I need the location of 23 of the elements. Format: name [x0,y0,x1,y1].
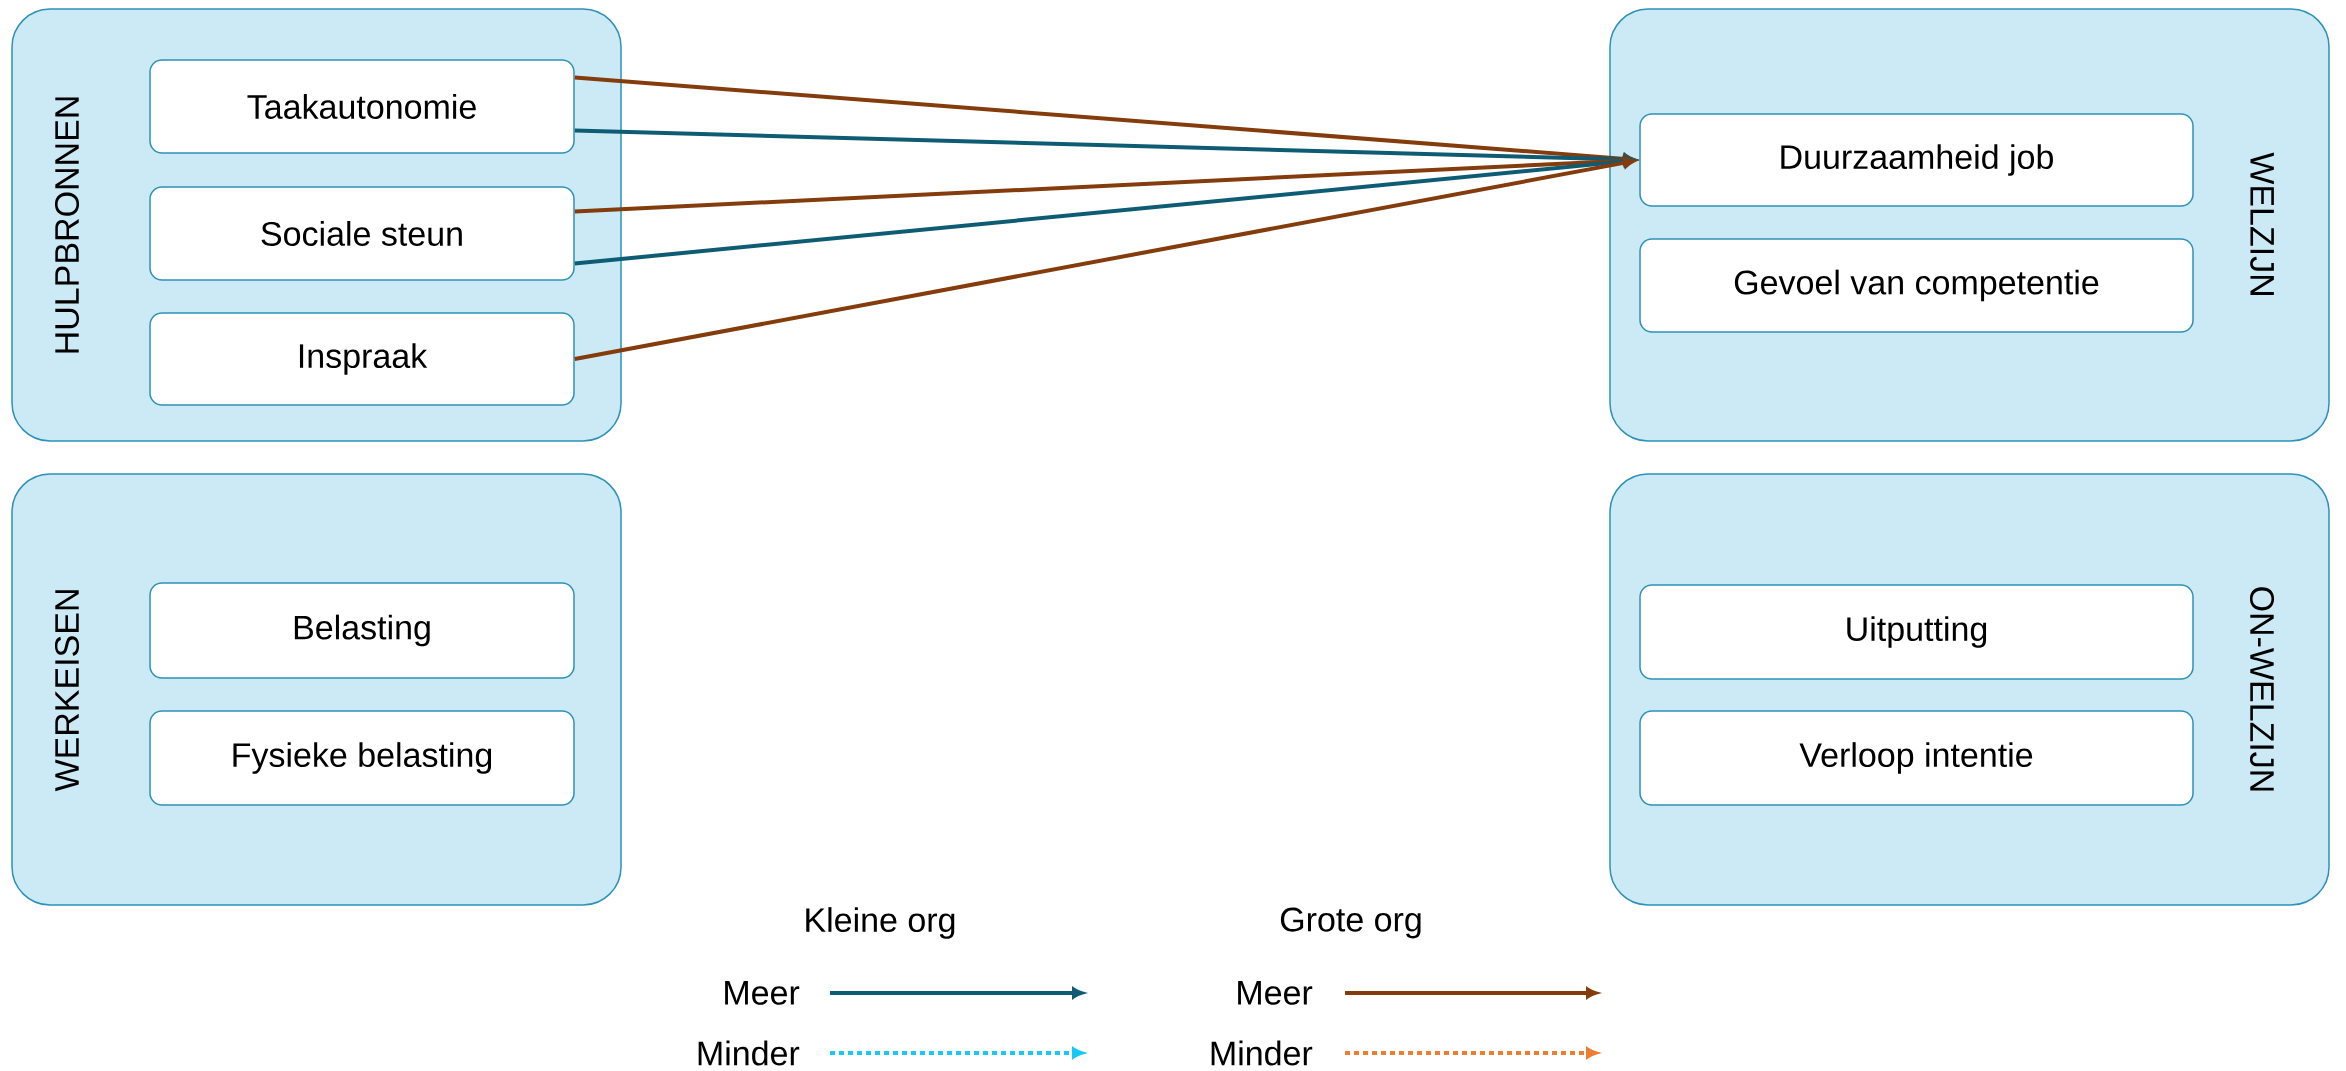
factor-box: Fysieke belasting [149,710,575,806]
group-heading: ON-WELZIJN [2250,587,2275,791]
legend-heading: Grote org [1280,907,1421,939]
arrow [574,157,1636,361]
legend-heading: Kleine org [806,907,955,939]
factor-box: Gevoel van competentie [1639,238,2194,333]
factor-box: Duurzaamheid job [1639,113,2194,207]
factor-box: Sociale steun [149,186,575,281]
factor-box: Verloop intentie [1639,710,2194,806]
legend-text: Meer [1238,981,1313,1005]
group-heading: WELZIJN [2250,152,2274,295]
legend-text: Minder [1211,1040,1313,1066]
legend-text: Meer [725,981,800,1005]
group-heading: WERKEISEN [55,590,80,792]
group-heading: HULPBRONNEN [55,97,80,353]
factor-box: Belasting [149,582,575,679]
arrow [574,155,1636,266]
arrow [574,155,1636,214]
factor-box: Inspraak [149,312,575,406]
factor-box: Uitputting [1639,584,2194,680]
arrow [574,128,1636,166]
legend-text: Minder [698,1040,800,1066]
factor-box: Taakautonomie [149,59,575,154]
